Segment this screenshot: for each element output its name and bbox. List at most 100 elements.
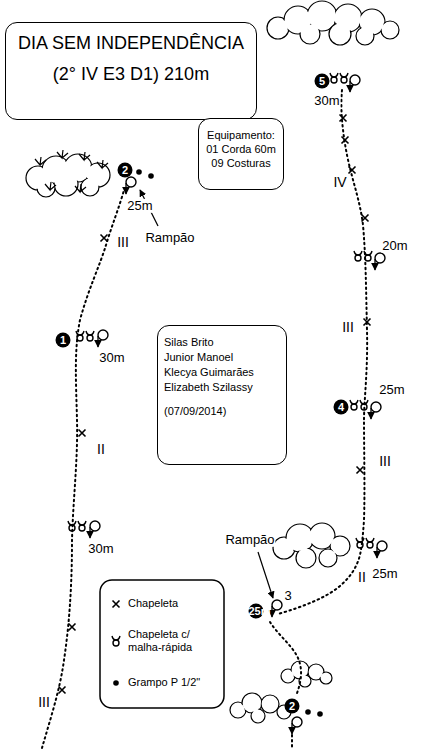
quicklink-mark (365, 255, 371, 261)
bolt-mark (364, 319, 371, 326)
cloud-fill (301, 25, 319, 43)
rappel-ring (90, 521, 100, 531)
route-line (270, 622, 301, 696)
grass-tuft (79, 152, 90, 160)
rappel-ring (350, 75, 360, 85)
callout-number: 25m (249, 604, 264, 619)
credits-box: Silas BritoJunior ManoelKlecya Guimarães… (157, 325, 287, 465)
rappel-arrow (370, 408, 371, 419)
rappel-ring (98, 330, 108, 340)
route-label: Rampão (224, 533, 275, 547)
rappel-arrow (271, 606, 272, 617)
cloud-fill (231, 703, 245, 717)
legend-item: Chapeleta (110, 597, 208, 611)
rappel-arrow (374, 259, 375, 270)
route-label: 25m (378, 383, 405, 397)
route-line (278, 90, 367, 614)
piton-mark (317, 711, 323, 717)
quicklink-mark (113, 640, 119, 646)
grass-tuft (45, 182, 56, 190)
callout-number: 5 (315, 74, 330, 89)
cloud-puff (296, 548, 316, 568)
route-label: II (357, 570, 367, 585)
grass-tuft (57, 150, 68, 158)
legend-text: Chapeleta (128, 597, 208, 610)
quicklink-mark (356, 538, 364, 542)
quicklink-mark (357, 542, 363, 548)
node-text: 09 Costuras (205, 157, 277, 169)
cloud-fill (55, 173, 77, 195)
piton-mark (305, 709, 311, 715)
rappel-arrow (125, 183, 126, 194)
rappel-ring (375, 253, 385, 263)
legend-sample (110, 597, 122, 611)
bolt-mark (59, 687, 66, 694)
rappel-arrow (97, 336, 98, 347)
cloud-fill (243, 694, 261, 712)
equipment-box: Equipamento:01 Corda 60m09 Costuras (198, 118, 284, 190)
callout-number: 1 (56, 333, 71, 348)
cloud-fill (310, 524, 334, 548)
bolt-mark (340, 115, 347, 122)
node-text: Klecya Guimarães (164, 366, 280, 378)
route-label: 20m (381, 239, 408, 253)
quicklink-mark (69, 525, 75, 531)
quicklink-mark (366, 538, 374, 542)
grass-tuft (35, 157, 46, 165)
rappel-arrow (89, 527, 90, 538)
rappel-ring (377, 541, 387, 551)
route-label: III (116, 235, 130, 250)
node-text: 01 Corda 60m (205, 143, 277, 155)
callout-number: 4 (334, 400, 349, 415)
legend-item: Chapeleta c/ malha-rápida (110, 628, 208, 654)
node-text: Elizabeth Szilassy (164, 381, 280, 393)
title-box: DIA SEM INDEPENDÊNCIA (2° IV E3 D1) 210m (5, 22, 257, 120)
cloud-puff (261, 695, 279, 713)
bolt-mark (113, 601, 120, 608)
cloud-fill (321, 673, 331, 683)
cloud-fill (320, 550, 336, 566)
quicklink-mark (86, 331, 94, 335)
legend-text: Grampo P 1/2" (128, 676, 208, 689)
rappel-ring (272, 600, 282, 610)
leader-arrow (258, 552, 273, 598)
bolt-mark (349, 167, 356, 174)
quicklink-mark (367, 542, 373, 548)
cloud-fill (297, 549, 315, 567)
anchor-marks (59, 73, 388, 734)
quicklink-mark (341, 77, 347, 83)
route-label: III (37, 695, 51, 710)
route-label: 3 (283, 589, 292, 603)
quicklink-mark (355, 255, 361, 261)
cloud-fill (382, 22, 398, 38)
callout-number: 2 (285, 699, 300, 714)
cloud-fill (268, 18, 288, 38)
legend-text: Chapeleta c/ malha-rápida (128, 628, 208, 654)
quicklink-mark (78, 521, 86, 525)
node-text: (2° IV E3 D1) 210m (12, 64, 250, 85)
cloud-fill (331, 537, 349, 555)
quicklink-mark (354, 251, 362, 255)
quicklink-mark (77, 335, 83, 341)
quicklink-mark (331, 77, 337, 83)
route-label: IV (332, 175, 347, 190)
route-label: III (378, 454, 392, 469)
quicklink-mark (360, 400, 368, 404)
bolt-mark (357, 467, 364, 474)
cloud-fill (330, 24, 350, 44)
route-label: 30m (87, 542, 114, 556)
rappel-ring (126, 177, 136, 187)
piton-mark (148, 173, 154, 179)
quicklink-mark (68, 521, 76, 525)
route-line (291, 735, 293, 750)
quicklink-mark (361, 404, 367, 410)
legend-item: Grampo P 1/2" (110, 676, 208, 690)
cloud-fill (252, 710, 264, 722)
node-text: DIA SEM INDEPENDÊNCIA (12, 33, 250, 54)
grass-tuft (97, 160, 108, 168)
quicklink-mark (76, 331, 84, 335)
piton-mark (113, 680, 119, 686)
quicklink-mark (340, 73, 348, 77)
legend-box (100, 580, 224, 708)
rappel-ring (371, 402, 381, 412)
